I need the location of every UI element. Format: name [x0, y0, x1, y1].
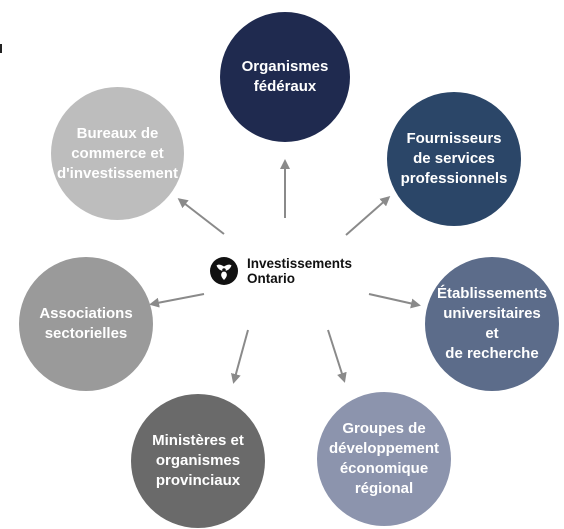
node-label: Groupes de développement économique régi… [328, 420, 440, 497]
node-groupes-developpement: Groupes de développement économique régi… [317, 392, 451, 526]
node-fournisseurs-services: Fournisseurs de services professionnels [387, 92, 521, 226]
node-label: Établissements universitaires et de rech… [436, 285, 548, 362]
arrow-to-academic [368, 293, 421, 309]
node-label: Fournisseurs de services professionnels [400, 130, 508, 187]
node-ministeres-provinciaux: Ministères et organismes provinciaux [131, 394, 265, 528]
node-etablissements-universitaires: Établissements universitaires et de rech… [425, 257, 559, 391]
node-associations-sectorielles: Associations sectorielles [19, 257, 153, 391]
node-label: Associations sectorielles [39, 305, 133, 342]
corner-mark [0, 44, 2, 53]
node-label: Ministères et organismes provinciaux [152, 432, 244, 489]
node-bureaux-commerce: Bureaux de commerce et d'investissement [51, 87, 184, 220]
arrow-to-associations [149, 293, 205, 308]
arrow-to-trade [177, 198, 225, 235]
arrow-to-provincial [231, 329, 249, 384]
node-label: Bureaux de commerce et d'investissement [56, 124, 179, 182]
node-organismes-federaux: Organismes fédéraux [220, 12, 350, 142]
center-label: Investissements Ontario [247, 256, 353, 286]
investissements-ontario-logo: Investissements Ontario [209, 256, 352, 286]
arrow-to-economic [327, 329, 347, 383]
arrow-to-services [345, 196, 391, 236]
node-label: Organismes fédéraux [241, 58, 329, 95]
trillium-logo-icon [210, 257, 238, 285]
